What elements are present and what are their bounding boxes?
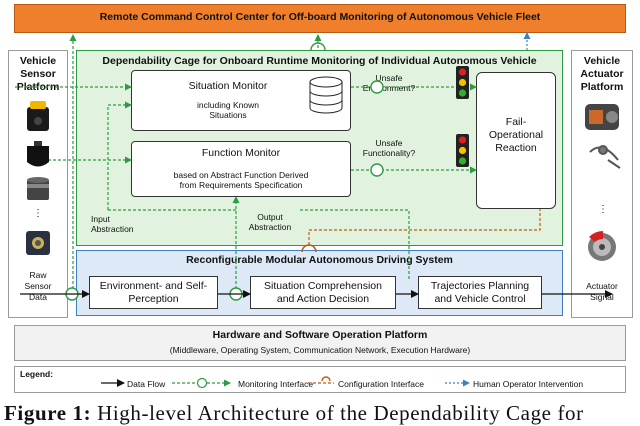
sensor-platform-panel (8, 50, 68, 318)
input-abstraction-label: Input Abstraction (91, 214, 134, 234)
situation-comprehension-box (250, 276, 396, 309)
remote-command-center-label: Remote Command Control Center for Off-bo… (99, 11, 541, 23)
function-monitor-box (131, 141, 351, 197)
legend-box (14, 366, 626, 393)
fail-operational-box (476, 72, 556, 209)
legend-data-flow: Data Flow (127, 379, 166, 389)
situation-monitor-subtitle: including Known Situations (197, 100, 259, 120)
dependability-cage-title: Dependability Cage for Onboard Runtime M… (102, 55, 537, 67)
unsafe-functionality-label: Unsafe Functionality? (362, 138, 416, 158)
hardware-title: Hardware and Software Operation Platform (212, 329, 428, 341)
junction-top-arc (310, 42, 326, 51)
trajectories-planning-box (418, 276, 542, 309)
legend-human: Human Operator Intervention (473, 379, 584, 389)
legend-title: Legend: (20, 369, 54, 379)
remote-command-center (14, 4, 626, 33)
traffic-light-environment-icon (456, 66, 469, 99)
ultrasonic-sensor-icon (26, 231, 50, 255)
legend-configuration-symbol (308, 376, 334, 384)
situation-monitor-title: Situation Monitor (188, 80, 268, 92)
camera-sensor-icon (27, 101, 49, 131)
steering-actuator-icon (589, 145, 621, 169)
hardware-subtitle: (Middleware, Operating System, Communica… (169, 345, 471, 355)
monitor-line-input-abstraction (107, 101, 132, 210)
lidar-sensor-icon (27, 177, 49, 200)
database-icon (309, 76, 343, 114)
caption-label: Figure 1: (4, 401, 92, 425)
fail-operational-label: Fail- Operational Reaction (488, 116, 544, 154)
legend-monitoring: Monitoring Interface (238, 379, 314, 389)
hardware-platform (14, 325, 626, 361)
actuator-platform-panel (571, 50, 633, 318)
situation-comprehension-label: Situation Comprehension and Action Decis… (264, 280, 382, 305)
motor-actuator-icon (585, 104, 619, 130)
sensor-ellipsis: ⋮ (33, 208, 43, 219)
output-abstraction-label: Output Abstraction (248, 212, 292, 232)
actuator-platform-title: Vehicle Actuator Platform (580, 55, 624, 93)
ads-title: Reconfigurable Modular Autonomous Drivin… (186, 254, 453, 266)
raw-sensor-data-label: Raw Sensor Data (24, 270, 52, 302)
traffic-light-functionality-icon (456, 134, 469, 167)
unsafe-environment-label: Unsafe Environment? (362, 73, 416, 93)
figure-caption: Figure 1: High-level Architecture of the… (4, 401, 584, 426)
configuration-arc (301, 244, 317, 253)
actuator-signal-label: Actuator Signal (586, 281, 618, 302)
junction-situation-out (370, 80, 384, 94)
caption-text: High-level Architecture of the Dependabi… (97, 401, 584, 425)
legend-monitoring-symbol (172, 377, 231, 389)
env-perception-box (89, 276, 218, 309)
env-perception-label: Environment- and Self- Perception (99, 280, 208, 305)
function-monitor-subtitle: based on Abstract Function Derived from … (173, 170, 309, 190)
legend-configuration: Configuration Interface (338, 379, 424, 389)
brake-actuator-icon (588, 231, 616, 261)
monitor-line-output-abstraction (300, 209, 410, 280)
configuration-line (308, 209, 541, 245)
radar-sensor-icon (27, 141, 49, 167)
junction-function-out (370, 163, 384, 177)
trajectories-planning-label: Trajectories Planning and Vehicle Contro… (430, 280, 530, 305)
function-monitor-title: Function Monitor (201, 147, 281, 159)
actuator-ellipsis: ⋮ (598, 204, 608, 215)
